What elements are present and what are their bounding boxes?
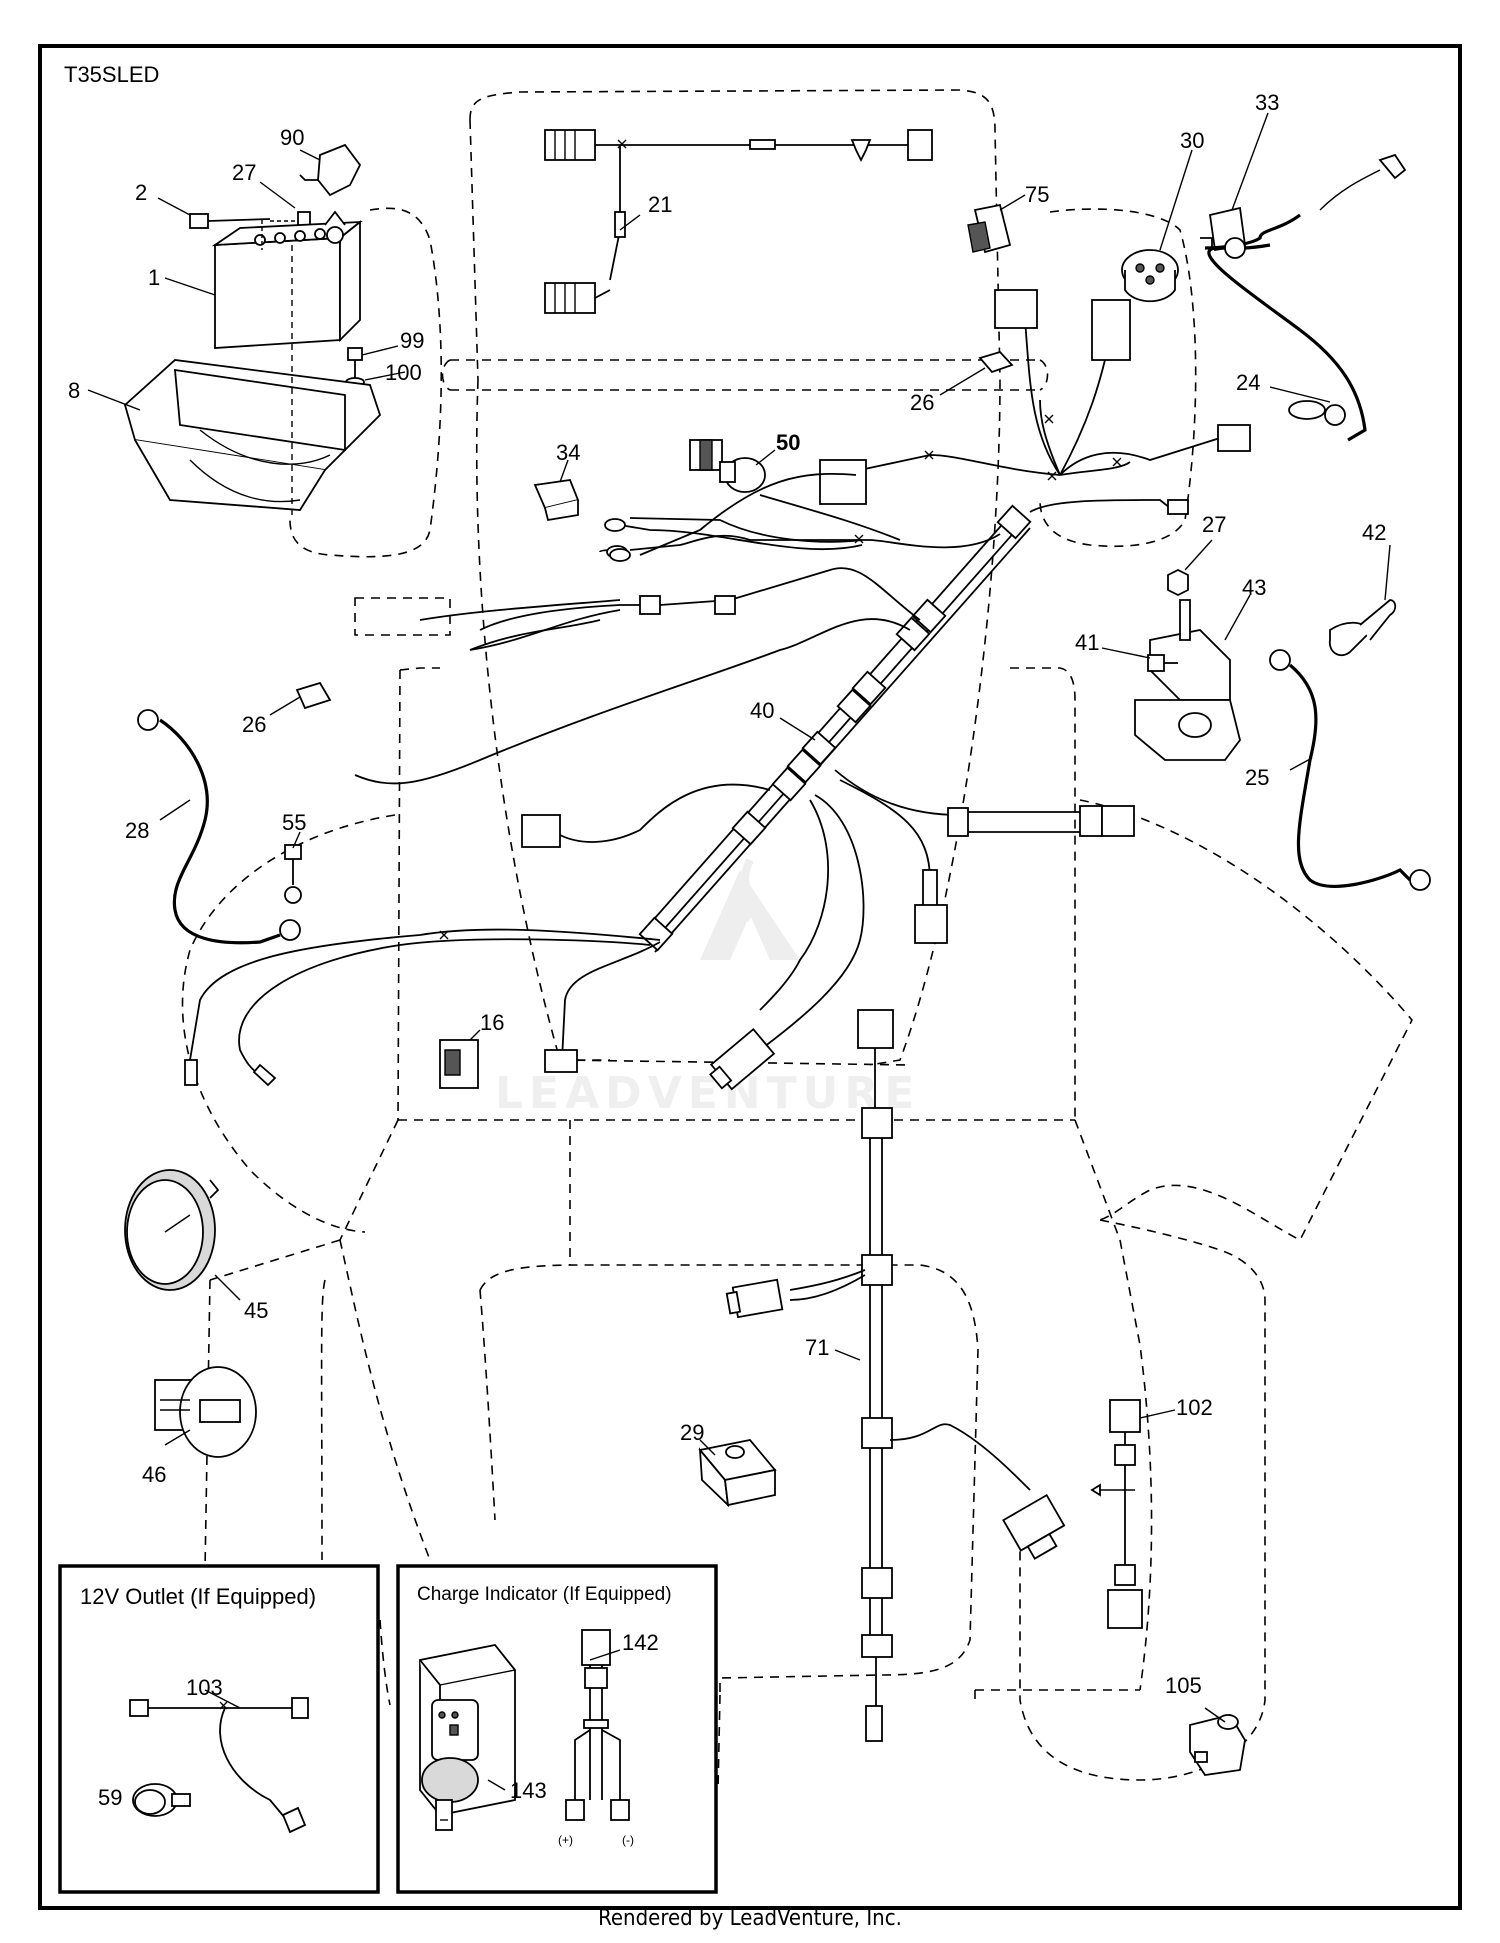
splice-marks [439,139,1122,940]
inset-12v-outlet: 12V Outlet (If Equipped) [58,1564,380,1894]
callout-26a: 26 [910,390,934,415]
callout-59: 59 [98,1785,122,1810]
tractor-outline [181,89,1413,1890]
callout-42: 42 [1362,520,1386,545]
label-minus: (-) [622,1833,634,1847]
diagram-frame [38,44,1462,1910]
callout-100: 100 [385,360,422,385]
gauges [124,1169,257,1458]
callout-1: 1 [148,265,160,290]
callout-142: 142 [622,1630,659,1655]
callout-55: 55 [282,810,306,835]
callout-27b: 27 [1202,512,1226,537]
harness-21 [544,129,933,314]
callout-26b: 26 [242,712,266,737]
callout-33: 33 [1255,90,1279,115]
callout-40: 40 [750,698,774,723]
callout-numbers: 90 27 2 1 99 100 8 21 75 30 33 24 26 34 … [68,90,1386,1810]
callout-16: 16 [480,1010,504,1035]
callout-28: 28 [125,818,149,843]
callout-8: 8 [68,378,80,403]
callout-34: 34 [556,440,580,465]
callout-46: 46 [142,1462,166,1487]
callout-29: 29 [680,1420,704,1445]
callout-24: 24 [1236,370,1260,395]
callout-30: 30 [1180,128,1204,153]
model-code: T35SLED [64,62,159,87]
callout-99: 99 [400,328,424,353]
inset-charge-indicator: Charge Indicator (If Equipped) (+) (-) [396,1564,718,1894]
callout-2: 2 [135,180,147,205]
callout-50: 50 [776,430,800,455]
parts-upper [137,153,1431,1089]
battery-group [123,143,382,520]
watermark-text: LEADVENTURE [495,1068,920,1119]
watermark-logo: LEADVENTURE [495,858,920,1119]
callout-75: 75 [1025,182,1049,207]
callout-25: 25 [1245,765,1269,790]
inset-charge-title: Charge Indicator (If Equipped) [417,1584,672,1605]
callout-41: 41 [1075,630,1099,655]
callout-103: 103 [186,1675,223,1700]
callout-143: 143 [510,1778,547,1803]
callout-71: 71 [805,1335,829,1360]
main-harness [189,139,1251,1091]
footer-credit: Rendered by LeadVenture, Inc. [598,1906,902,1931]
label-plus: (+) [558,1833,573,1847]
callout-leaders [87,112,1391,1791]
callout-45: 45 [244,1298,268,1323]
harness-71 [698,1009,1246,1776]
callout-27a: 27 [232,160,256,185]
inset-outlet-title: 12V Outlet (If Equipped) [80,1584,316,1609]
callout-102: 102 [1176,1395,1213,1420]
callout-90: 90 [280,125,304,150]
callout-105: 105 [1165,1673,1202,1698]
callout-43: 43 [1242,575,1266,600]
callout-21: 21 [648,192,672,217]
